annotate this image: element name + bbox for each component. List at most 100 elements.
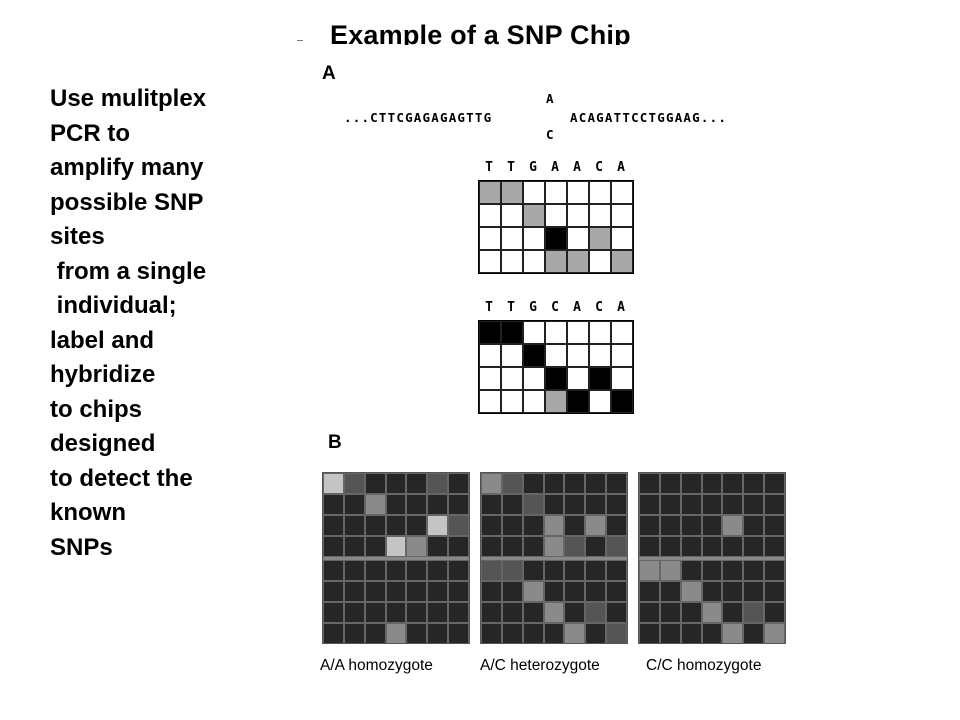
chip-caption: A/C heterozygote: [480, 657, 600, 674]
chip-spot: [680, 560, 702, 581]
probe-cell: [501, 181, 523, 204]
chip-spot: [564, 581, 586, 602]
chip-spot: [564, 515, 586, 536]
chip-spot: [427, 581, 449, 602]
probe-cell: [479, 321, 501, 344]
probe-cell: [567, 367, 589, 390]
chip-spot: [701, 536, 723, 557]
chip-spot: [406, 560, 428, 581]
probe-cell: [567, 390, 589, 413]
chip-spot: [543, 536, 565, 557]
chip-spot: [522, 473, 544, 494]
probe-cell: [545, 250, 567, 273]
chip-spot: [606, 581, 627, 602]
body-text-line: sites: [50, 223, 105, 250]
probe-cell: [545, 321, 567, 344]
chip-spot: [522, 623, 544, 643]
chip-spot: [448, 536, 469, 557]
probe-cell: [523, 227, 545, 250]
chip-spot: [364, 602, 386, 623]
probe-cell: [589, 250, 611, 273]
probe-cell: [567, 321, 589, 344]
probe-base-label: A: [617, 300, 625, 315]
probe-cell: [589, 227, 611, 250]
body-text-line: label and: [50, 326, 155, 354]
chip-spot: [427, 473, 449, 494]
chip-spot: [680, 536, 702, 557]
chip-spot: [680, 623, 702, 643]
probe-cell: [501, 390, 523, 413]
body-text-line: to chips: [50, 395, 143, 423]
probe-base-label: A: [551, 160, 559, 175]
probe-cell: [545, 181, 567, 204]
probe-cell: [501, 250, 523, 273]
chip-spot: [427, 602, 449, 623]
chip-half-top: [481, 473, 627, 557]
probe-base-label: T: [507, 160, 515, 175]
probe-cell: [589, 390, 611, 413]
chip-scan-image: [638, 472, 786, 644]
probe-base-label: C: [595, 160, 603, 175]
chip-spot: [323, 560, 344, 581]
chip-spot: [743, 581, 765, 602]
chip-spot: [639, 515, 660, 536]
chip-spot: [564, 473, 586, 494]
probe-cell: [567, 344, 589, 367]
chip-spot: [543, 560, 565, 581]
probe-cell: [479, 367, 501, 390]
chip-spot: [680, 473, 702, 494]
chip-spot: [564, 494, 586, 515]
chip-spot: [481, 560, 502, 581]
chip-spot: [722, 560, 744, 581]
chip-spot: [722, 623, 744, 643]
chip-spot: [501, 581, 523, 602]
chip-spot: [722, 581, 744, 602]
chip-caption: A/A homozygote: [320, 657, 433, 674]
chip-spot: [743, 473, 765, 494]
chip-spot: [385, 560, 407, 581]
chip-spot: [606, 515, 627, 536]
chip-spot: [606, 560, 627, 581]
body-text-line: individual;: [50, 292, 177, 319]
probe-cell: [523, 321, 545, 344]
chip-spot: [501, 536, 523, 557]
chip-half-bottom: [481, 560, 627, 643]
probe-cell: [545, 344, 567, 367]
chip-spot: [406, 623, 428, 643]
probe-cell: [501, 367, 523, 390]
chip-spot: [680, 515, 702, 536]
chip-divider: [323, 557, 469, 560]
chip-spot: [364, 515, 386, 536]
chip-spot: [364, 581, 386, 602]
chip-spot: [323, 473, 344, 494]
chip-spot: [323, 515, 344, 536]
chip-spot: [606, 602, 627, 623]
probe-cell: [567, 204, 589, 227]
probe-cell: [611, 321, 633, 344]
chip-spot: [385, 494, 407, 515]
probe-cell: [611, 227, 633, 250]
chip-spot: [543, 494, 565, 515]
probe-base-label: A: [573, 160, 581, 175]
chip-spot: [701, 494, 723, 515]
chip-spot: [364, 623, 386, 643]
chip-spot: [743, 623, 765, 643]
chip-spot: [385, 602, 407, 623]
chip-spot: [743, 560, 765, 581]
chip-spot: [522, 560, 544, 581]
chip-scan-image: [322, 472, 470, 644]
probe-grid: [478, 320, 634, 414]
chip-scan-image: [480, 472, 628, 644]
chip-spot: [481, 536, 502, 557]
probe-base-label: G: [529, 160, 537, 175]
probe-cell: [501, 344, 523, 367]
body-text-line: possible SNP: [50, 188, 204, 216]
chip-spot: [764, 494, 785, 515]
chip-spot: [481, 473, 502, 494]
chip-spot: [385, 473, 407, 494]
chip-divider: [639, 557, 785, 560]
chip-spot: [448, 602, 469, 623]
chip-spot: [343, 473, 365, 494]
chip-spot: [522, 494, 544, 515]
